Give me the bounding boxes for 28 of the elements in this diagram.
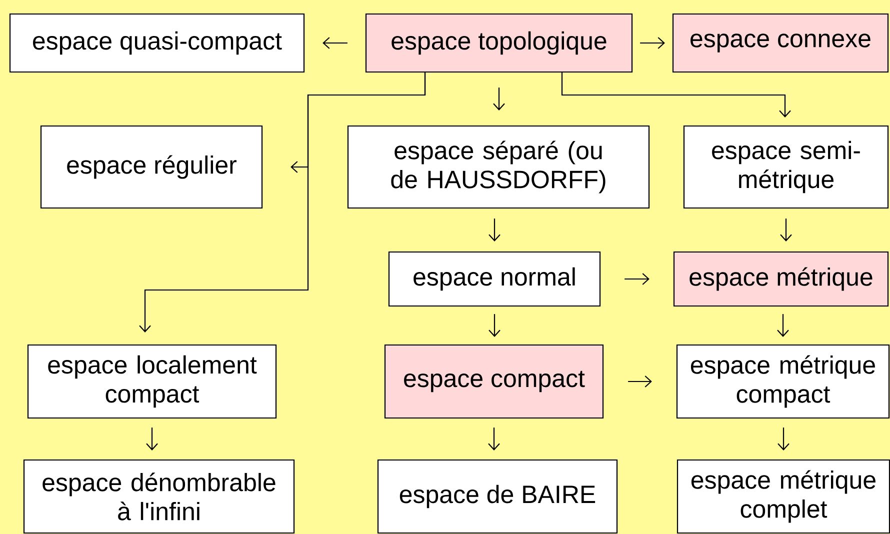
arrow <box>561 72 791 118</box>
arrow <box>488 218 500 242</box>
concept-box: espace métrique <box>673 251 889 307</box>
arrow <box>488 314 500 337</box>
concept-box: espace normal <box>388 251 601 307</box>
arrow <box>778 428 790 450</box>
concept-box: espace séparé (ou de HAUSSDORFF) <box>347 125 650 209</box>
concept-box: espace quasi-compact <box>9 13 305 73</box>
concept-box: espace régulier <box>40 125 263 209</box>
concept-box: espace topologique <box>365 13 633 73</box>
concept-box: espace métrique compact <box>676 344 890 419</box>
arrow <box>493 88 505 110</box>
concept-box: espace connexe <box>672 13 889 73</box>
arrow <box>139 72 426 332</box>
arrow <box>780 218 792 242</box>
concept-box: espace dénombrable à l'infini <box>23 459 295 534</box>
concept-box: espace semi-métrique <box>683 125 889 209</box>
concept-box: espace de BAIRE <box>377 459 618 534</box>
arrow <box>488 428 500 450</box>
arrow <box>628 376 652 388</box>
arrow <box>624 273 650 285</box>
concept-box: espace métrique complet <box>676 459 890 534</box>
arrow <box>146 428 158 450</box>
concept-box: espace compact <box>384 344 604 419</box>
concept-box: espace localement compact <box>27 344 277 419</box>
arrow <box>322 37 348 49</box>
arrow <box>640 37 665 49</box>
arrow <box>777 314 789 337</box>
